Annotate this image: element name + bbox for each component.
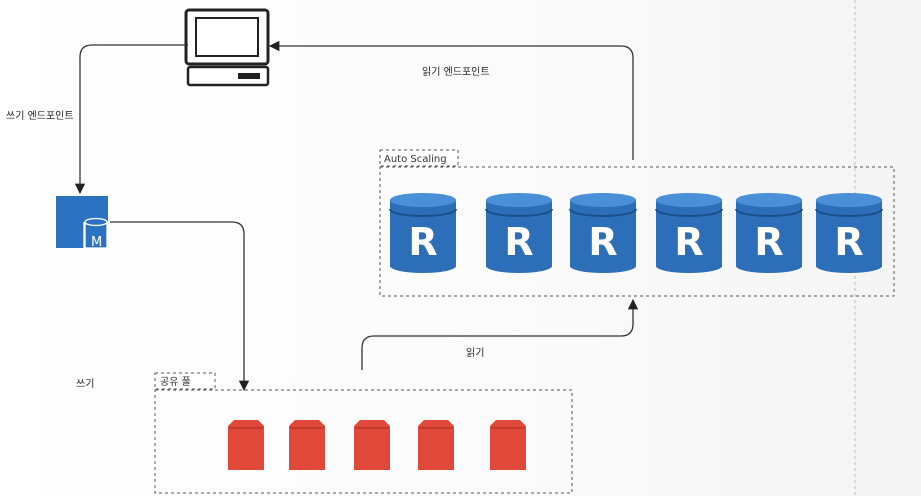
read-endpoint-arrow <box>268 40 634 160</box>
write-endpoint-label: 쓰기 엔드포인트 <box>6 110 74 122</box>
storage-volume-icon <box>228 420 264 470</box>
shared-pool-label-box <box>154 372 216 390</box>
auto-scaling-label: Auto Scaling <box>384 154 447 165</box>
storage-volume-set <box>228 420 526 470</box>
replica-db-icon: R <box>389 193 457 273</box>
write-arrow <box>110 221 250 392</box>
computer-icon <box>184 8 270 87</box>
master-letter: M <box>91 235 102 250</box>
write-endpoint-arrow <box>74 44 188 195</box>
replica-db-icon: R <box>569 193 637 273</box>
replica-db-icon: R <box>485 193 553 273</box>
replica-letter: R <box>588 220 617 264</box>
storage-volume-icon <box>354 420 390 470</box>
master-db-icon: M <box>56 196 109 251</box>
storage-volume-icon <box>418 420 454 470</box>
replica-letter: R <box>834 220 863 264</box>
shared-pool-group <box>154 389 573 494</box>
replica-letter: R <box>504 220 533 264</box>
auto-scaling-group <box>379 166 895 297</box>
replica-db-icon: R <box>815 193 883 273</box>
read-endpoint-label: 읽기 엔드포인트 <box>422 65 490 78</box>
replica-letter: R <box>754 220 783 264</box>
read-arrow <box>361 298 639 370</box>
replica-letter: R <box>408 220 437 264</box>
storage-volume-icon <box>289 420 325 470</box>
storage-volume-icon <box>490 420 526 470</box>
replica-db-icon: R <box>655 193 723 273</box>
read-label: 읽기 <box>466 346 484 359</box>
auto-scaling-label-box <box>379 149 459 167</box>
replica-letter: R <box>674 220 703 264</box>
replica-db-icon: R <box>735 193 803 273</box>
write-label: 쓰기 <box>76 378 94 390</box>
shared-pool-label: 공유 풀 <box>160 376 191 388</box>
